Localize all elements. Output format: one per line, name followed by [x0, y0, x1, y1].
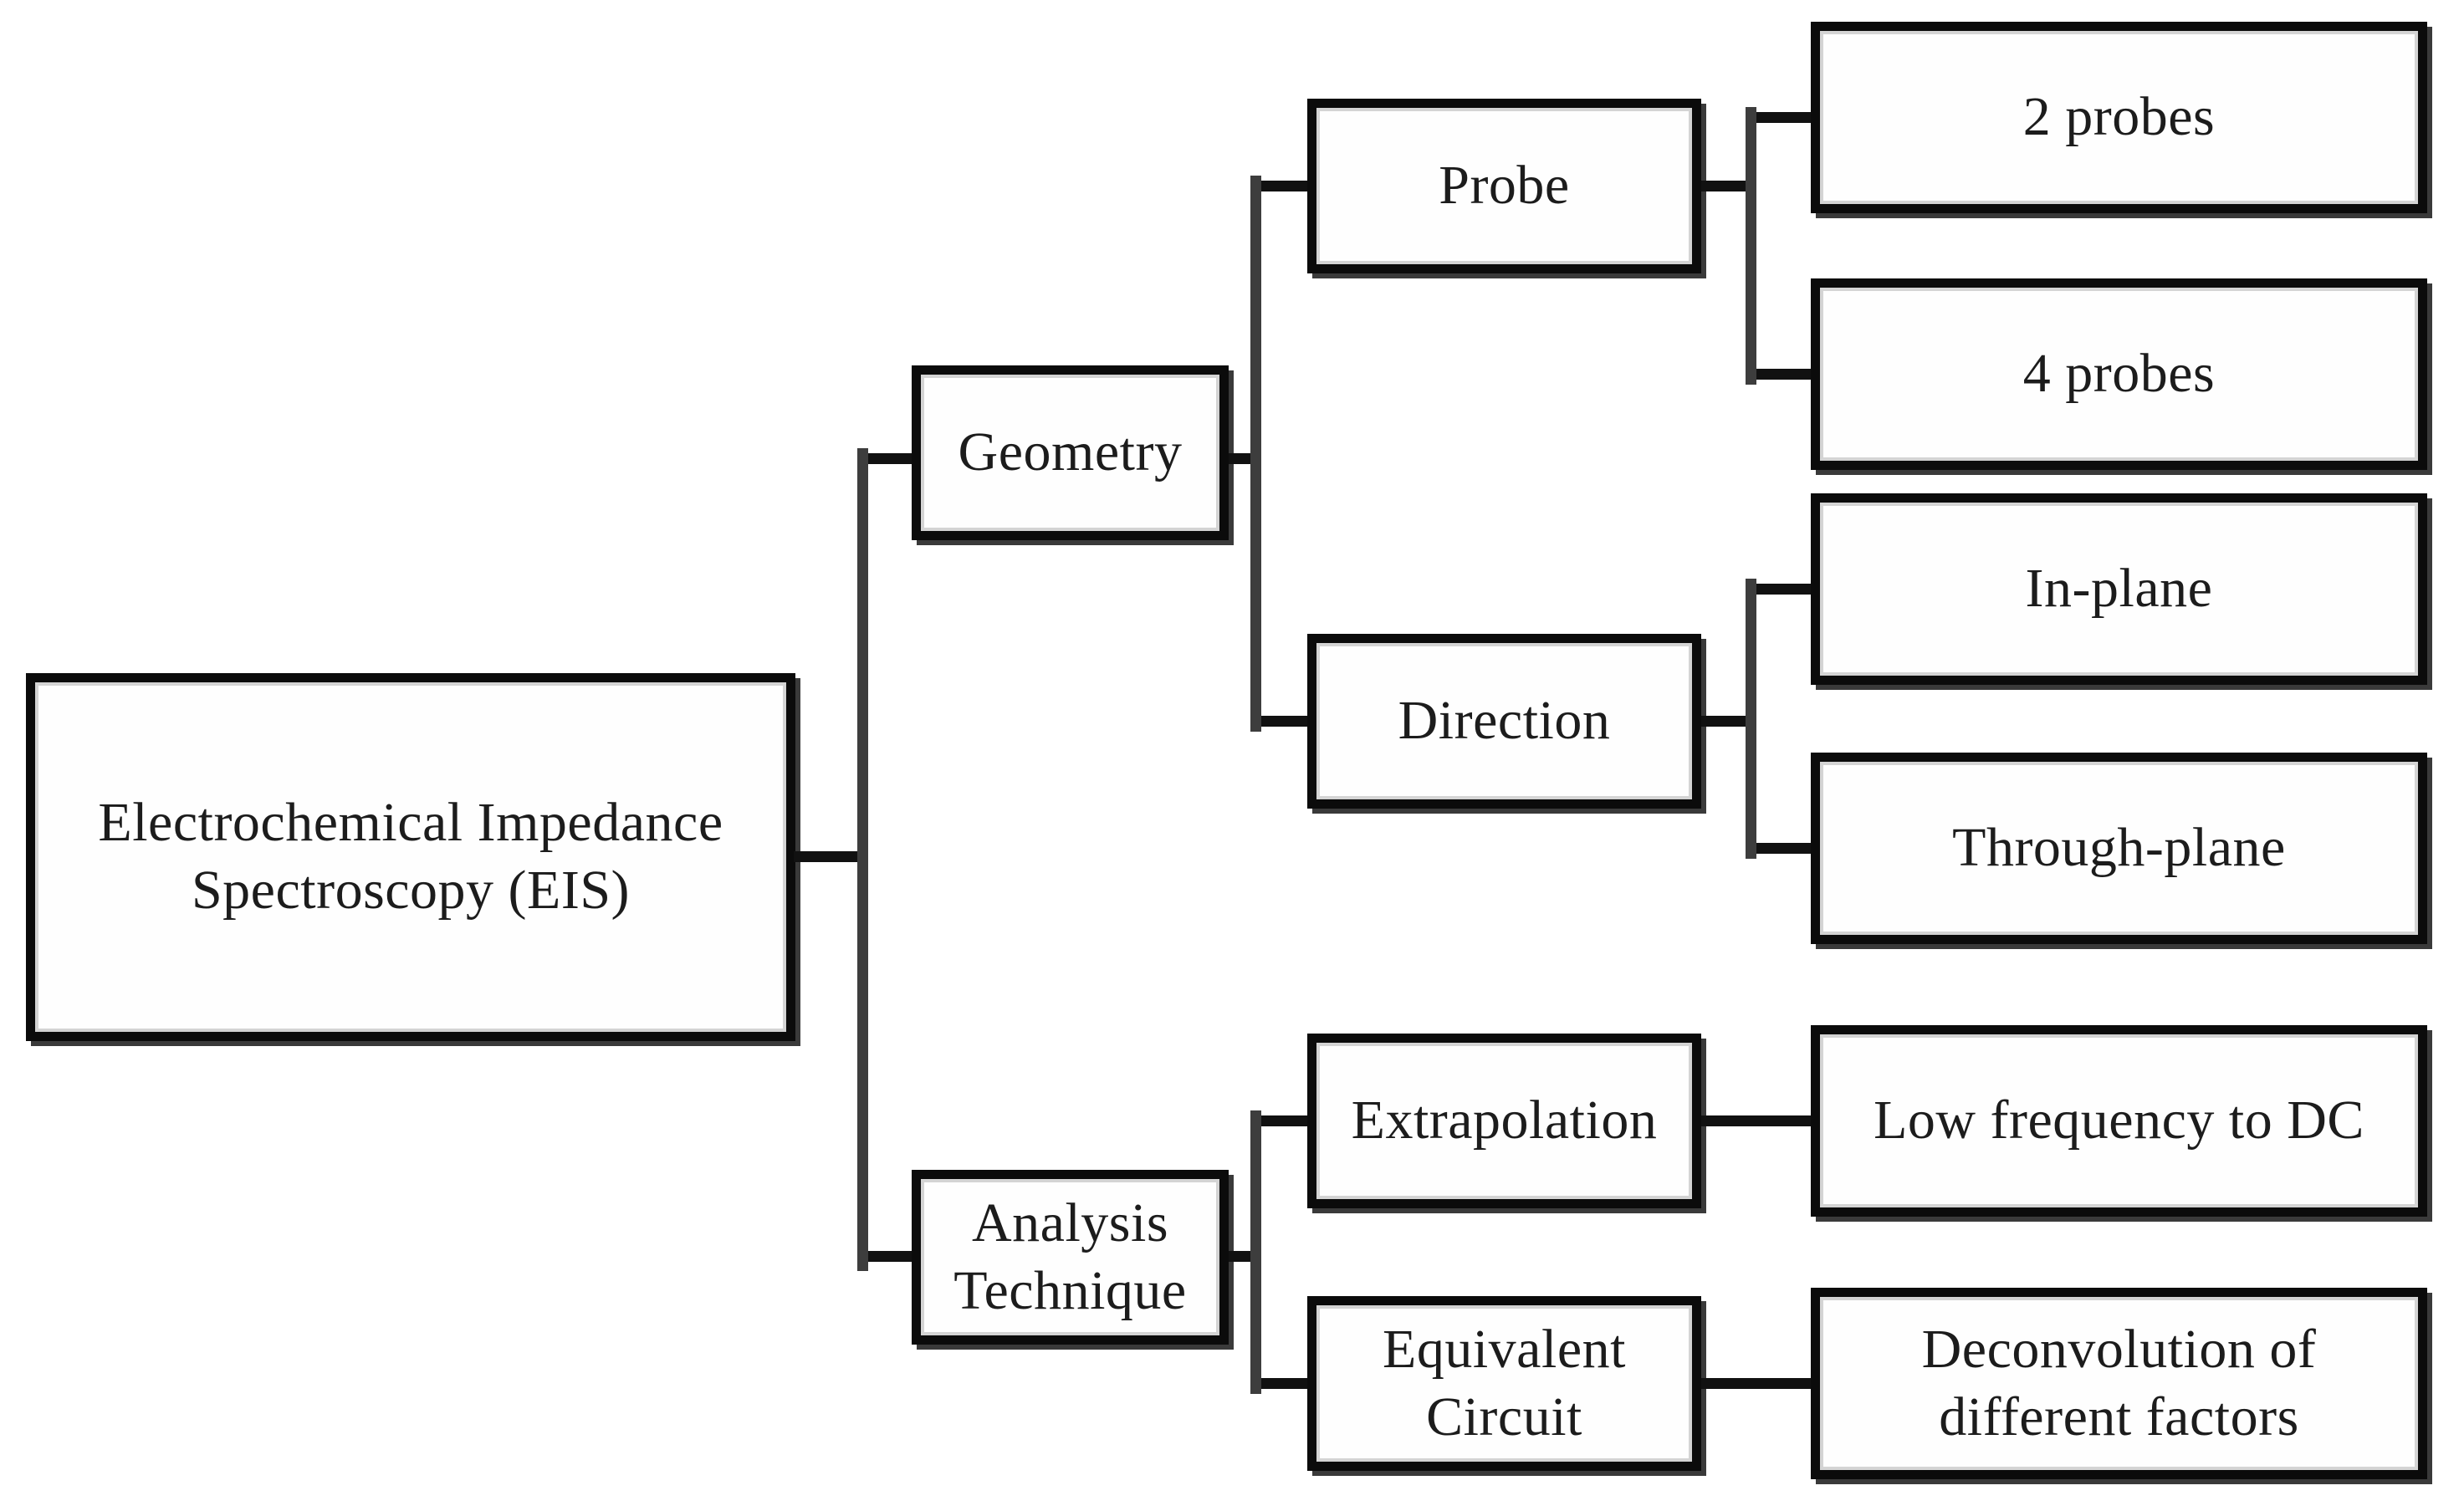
- connector-trunk-analysis: [862, 1251, 912, 1262]
- node-through-plane: Through-plane: [1811, 753, 2427, 944]
- node-probe: Probe: [1307, 99, 1701, 273]
- connector-trunk-2probes: [1751, 112, 1811, 123]
- node-2-probes: 2 probes: [1811, 22, 2427, 213]
- connector-extrapolation-lowfreq: [1701, 1115, 1811, 1126]
- node-deconvolution: Deconvolution of different factors: [1811, 1288, 2427, 1479]
- node-analysis-technique-label: Analysis Technique: [953, 1192, 1187, 1321]
- trunk-analysis-children: [1250, 1110, 1261, 1394]
- node-4-probes-label: 4 probes: [2022, 343, 2216, 405]
- connector-trunk-extrapolation: [1255, 1115, 1307, 1126]
- node-extrapolation-label: Extrapolation: [1351, 1090, 1658, 1151]
- connector-probe-trunk: [1701, 181, 1756, 191]
- trunk-geometry-children: [1250, 176, 1261, 732]
- connector-trunk-direction: [1255, 716, 1307, 727]
- connector-direction-trunk: [1701, 716, 1756, 727]
- node-equivalent-circuit-label: Equivalent Circuit: [1383, 1318, 1626, 1447]
- node-deconvolution-label: Deconvolution of different factors: [1921, 1318, 2317, 1447]
- node-2-probes-label: 2 probes: [2022, 86, 2216, 148]
- trunk-direction-children: [1746, 579, 1756, 859]
- node-4-probes: 4 probes: [1811, 278, 2427, 470]
- node-probe-label: Probe: [1439, 155, 1570, 217]
- node-extrapolation: Extrapolation: [1307, 1034, 1701, 1208]
- node-in-plane: In-plane: [1811, 493, 2427, 685]
- connector-trunk-equivalent: [1255, 1378, 1307, 1389]
- node-equivalent-circuit: Equivalent Circuit: [1307, 1296, 1701, 1471]
- node-geometry: Geometry: [912, 365, 1229, 540]
- connector-trunk-geometry: [862, 453, 912, 464]
- node-analysis-technique: Analysis Technique: [912, 1170, 1229, 1345]
- connector-trunk-4probes: [1751, 369, 1811, 380]
- node-eis-label: Electrochemical Impedance Spectroscopy (…: [98, 792, 723, 921]
- connector-equivalent-deconvolution: [1701, 1378, 1811, 1389]
- connector-trunk-inplane: [1751, 584, 1811, 595]
- node-in-plane-label: In-plane: [2025, 558, 2213, 620]
- node-through-plane-label: Through-plane: [1952, 817, 2286, 879]
- trunk-probe-children: [1746, 107, 1756, 385]
- trunk-eis-children: [857, 448, 868, 1271]
- node-geometry-label: Geometry: [958, 421, 1183, 483]
- node-low-frequency-to-dc: Low frequency to DC: [1811, 1025, 2427, 1217]
- connector-eis-trunk: [794, 851, 867, 862]
- node-direction: Direction: [1307, 634, 1701, 809]
- node-low-frequency-to-dc-label: Low frequency to DC: [1874, 1090, 2364, 1151]
- node-direction-label: Direction: [1398, 690, 1611, 752]
- connector-trunk-throughplane: [1751, 843, 1811, 854]
- connector-trunk-probe: [1255, 181, 1307, 191]
- node-eis-root: Electrochemical Impedance Spectroscopy (…: [26, 673, 795, 1041]
